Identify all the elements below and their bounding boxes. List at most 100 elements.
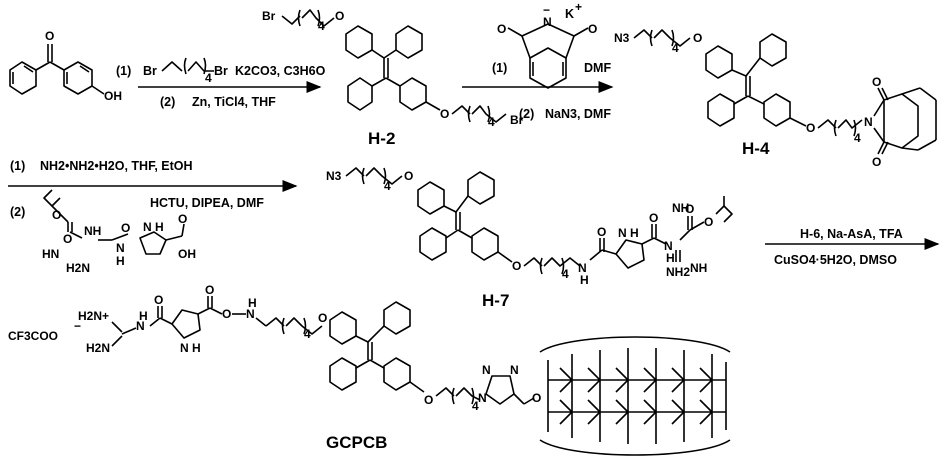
svg-text:O: O [693, 31, 702, 45]
gcpcb-triazole-n1: N [478, 391, 487, 405]
svg-text:Br: Br [510, 113, 524, 127]
gcpcb-chain-sub-top: 4 [304, 327, 311, 341]
gcpcb-amide-n: N [136, 319, 145, 333]
gcpcb-ester-o-carbonyl: O [205, 283, 214, 297]
h7-guanidine-h: H [666, 251, 675, 265]
svg-text:O: O [404, 169, 413, 183]
r1-chain-bracket [183, 57, 207, 75]
h7-amide-h: H [580, 273, 589, 287]
gcpcb-chain-sub-bottom: 4 [472, 399, 479, 413]
gcpcb-triazole-n3: N [510, 363, 519, 377]
r3-acid-carbonyl-o: O [178, 212, 187, 226]
hydroxybenzophenone-structure [9, 44, 105, 95]
gcpcb-pyrrole-nh: N H [180, 341, 201, 355]
r3-amide-o: O [121, 221, 130, 235]
gcpcb-ether-o-top: O [318, 311, 327, 325]
r3-boc-o: O [52, 208, 61, 222]
h7-guanidine-nh: NH [672, 201, 689, 215]
gcpcb-linker-o: O [532, 391, 541, 405]
svg-text:Br: Br [262, 9, 276, 23]
h4-phthalimide-o-top: O [872, 75, 881, 89]
r1-step1-reagents: K2CO3, C3H6O [235, 64, 326, 78]
r3-amide-h: H [116, 254, 125, 268]
r3-step2-number: (2) [10, 205, 25, 219]
gcpcb-ether-o-bottom: O [424, 393, 433, 407]
h7-structure: N3 O O [326, 167, 733, 275]
h4-compound-label: H-4 [742, 139, 770, 158]
gcpcb-compound-label: GCPCB [326, 433, 387, 452]
r2-counterion: K [565, 7, 574, 21]
r2-phthalimide-o-right: O [588, 22, 597, 36]
h4-chain-sub-top: 4 [672, 41, 679, 55]
h4-phthalimide-o-bottom: O [872, 155, 881, 169]
svg-text:O: O [806, 121, 815, 135]
r3-step1-number: (1) [10, 159, 25, 173]
gcpcb-amide-o-left: O [154, 293, 163, 307]
h4-structure: N3 O O N [614, 29, 937, 155]
r2-step2-number: (2) [519, 107, 534, 121]
sm-hydroxyl: OH [104, 89, 122, 103]
r3-boc-carbonyl-o: O [63, 232, 72, 246]
r2-phthalimide-o-left: O [497, 22, 506, 36]
r1-step2-reagents: Zn, TiCl4, THF [192, 95, 276, 109]
h2-chain-sub-bottom: 4 [488, 115, 495, 129]
h7-guanidine-nh-bottom: NH [690, 261, 707, 275]
r1-dibromoalkane-chain-2 [187, 61, 214, 72]
r1-dibromoalkane-chain [161, 61, 183, 72]
h4-chain-sub-bottom: 4 [854, 131, 861, 145]
gcpcb-linker-n: N [246, 307, 255, 321]
svg-text:N3: N3 [614, 31, 630, 45]
r4-line2: CuSO4·5H2O, DMSO [774, 253, 897, 267]
gcpcb-ester-o: O [222, 307, 231, 321]
r3-step2-reagents: HCTU, DIPEA, DMF [150, 196, 264, 210]
r2-step1-number: (1) [492, 61, 507, 75]
potassium-phthalimide-structure [507, 23, 589, 89]
svg-text:N3: N3 [326, 169, 342, 183]
gcpcb-linker-h: H [248, 296, 257, 310]
h7-guanidine-n: N [664, 239, 673, 253]
r3-step1-reagents: NH2•NH2•H2O, THF, EtOH [40, 159, 193, 173]
h7-compound-label: H-7 [482, 291, 509, 310]
r1-dibromo-br-right: Br [214, 64, 228, 78]
h2-structure: Br O O Br [262, 9, 524, 127]
gcpcb-counterion-charge: − [74, 319, 81, 333]
r3-acid-oh: OH [178, 247, 196, 261]
r3-amide-n: N [116, 241, 125, 255]
boc-guanidino-pyrrole-acid-structure [43, 189, 185, 255]
h7-boc-o: O [704, 215, 713, 229]
r1-dibromo-br-left: Br [143, 64, 157, 78]
gcpcb-amide-h: H [139, 309, 148, 323]
r3-guanidine-h2n: H2N [66, 261, 90, 275]
h7-pyrrole-nh: N H [618, 226, 639, 240]
r2-step2-reagents: NaN3, DMF [545, 107, 611, 121]
sm-carbonyl-o: O [45, 29, 54, 43]
h2-compound-label: H-2 [368, 129, 395, 148]
gcpcb-counterion: CF3COO [8, 329, 58, 343]
r3-pyrrole-nh: N H [143, 220, 164, 234]
svg-text:N: N [864, 115, 873, 129]
h7-chain-sub-bottom: 4 [562, 267, 569, 281]
gcpcb-guanidinium-bottom: H2N [86, 341, 110, 355]
r2-anion-charge: − [543, 3, 550, 17]
r1-chain-subscript: 4 [205, 71, 212, 85]
r4-line1: H-6, Na-AsA, TFA [800, 227, 903, 241]
r1-step1-number: (1) [116, 64, 131, 78]
r2-step1-solvent: DMF [584, 61, 611, 75]
svg-text:O: O [440, 107, 449, 121]
gcpcb-triazole-n2: N [482, 363, 491, 377]
r3-guanidine-hn: HN [42, 247, 59, 261]
svg-text:O: O [512, 259, 521, 273]
h7-amide-nh: N [578, 261, 587, 275]
h7-amide-o-right: O [649, 211, 658, 225]
svg-text:O: O [335, 9, 344, 23]
r2-phthalimide-n: N [543, 15, 552, 29]
h7-amide-o-left: O [597, 225, 606, 239]
h7-chain-sub-top: 4 [384, 179, 391, 193]
h2-chain-sub-top: 4 [318, 19, 325, 33]
r2-cation-charge: + [575, 0, 582, 14]
r1-step2-number: (2) [160, 95, 175, 109]
h7-boc-carbonyl-o: O [685, 202, 694, 216]
r3-guanidine-nh: NH [84, 224, 101, 238]
gcpcb-structure [111, 296, 731, 456]
